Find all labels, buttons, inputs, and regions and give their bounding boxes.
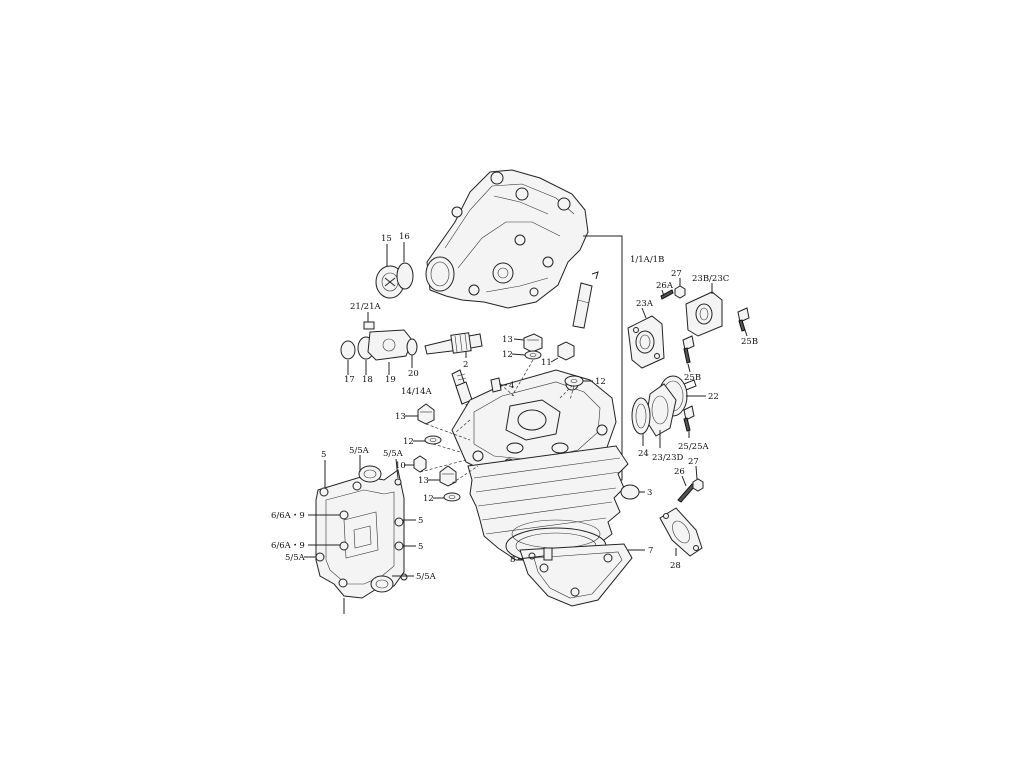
cap-nut-13-mid [417,403,435,425]
sensor-assembly [340,321,418,361]
bolt-25-25a [683,405,695,432]
callout-22: 22 [708,392,719,402]
guide-tube [572,271,599,329]
callout-main: 1/1A/1B [630,255,664,265]
callout-27-a: 27 [671,269,682,279]
callout-24: 24 [638,449,649,459]
callout-17: 17 [344,375,355,385]
callout-8: 8 [510,555,515,565]
callout-5-5a-1: 5/5A [349,446,370,456]
nut-11 [557,341,575,361]
callout-6-6a-9-b: 6/6A・9 [271,541,305,551]
spindle-2 [424,332,483,355]
callout-15: 15 [381,234,392,244]
callout-21-21a: 21/21A [350,302,381,312]
callout-5-low: 5 [418,542,423,552]
o-ring-16 [396,262,414,290]
callout-13-b: 13 [395,412,406,422]
washer-12-right [564,375,584,387]
washer-12-low [443,492,461,502]
callout-19: 19 [385,375,396,385]
nut-10 [413,455,427,473]
cylinder-gasket-7 [519,543,633,607]
callout-5-5a-2: 5/5A [383,449,404,459]
nut-27-low [692,478,704,492]
gasket-24 [631,397,651,435]
callout-5-5a-4: 5/5A [416,572,437,582]
head-cover-gasket-assembly [315,465,408,599]
callout-23b-23c: 23B/23C [692,274,729,284]
callout-13-a: 13 [502,335,513,345]
cap-nut-13-top [523,333,543,353]
callout-4: 4 [509,381,514,391]
stud-dash-lines [419,359,575,487]
callout-12-c: 12 [403,437,414,447]
callout-27-b: 27 [688,457,699,467]
callout-23a: 23A [636,299,654,309]
callout-5-mid: 5 [418,516,423,526]
plug-3 [620,484,640,500]
callout-25b-a: 25B [684,373,701,383]
callout-6-6a-9-a: 6/6A・9 [271,511,305,521]
callout-12-a: 12 [502,350,513,360]
bolt-25b-right [737,307,750,332]
intake-manifold-23a [627,315,665,369]
callout-26: 26 [674,467,685,477]
callout-16: 16 [399,232,410,242]
callout-5-5a-3: 5/5A [285,553,306,563]
callout-12-b: 12 [595,377,606,387]
cap-nut-13-low [439,465,457,487]
callout-11: 11 [541,358,552,368]
callout-2: 2 [463,360,468,370]
callout-25-25a: 25/25A [678,442,709,452]
callout-23-23d: 23/23D [652,453,683,463]
callout-7: 7 [648,546,653,556]
bolt-25b-left [682,335,695,364]
nut-27-top [674,285,686,299]
callout-18: 18 [362,375,373,385]
callout-28: 28 [670,561,681,571]
callout-20: 20 [408,369,419,379]
stud-26 [677,483,696,503]
washer-12-top [524,350,542,360]
callout-14-14a: 14/14A [401,387,432,397]
callout-10: 10 [395,461,406,471]
washer-12-mid [424,435,442,445]
callout-26a: 26A [656,281,674,291]
callout-5-top: 5 [321,450,326,460]
cylinder-head-cover [425,169,589,309]
callout-12-d: 12 [423,494,434,504]
callout-3: 3 [647,488,652,498]
callout-13-c: 13 [418,476,429,486]
dowel-pin-8 [543,547,553,561]
dowel-4 [490,377,502,393]
callout-25b-b: 25B [741,337,758,347]
stud-26a [660,289,674,300]
flange-gasket-28 [659,507,703,557]
insulator-23b [685,291,723,337]
